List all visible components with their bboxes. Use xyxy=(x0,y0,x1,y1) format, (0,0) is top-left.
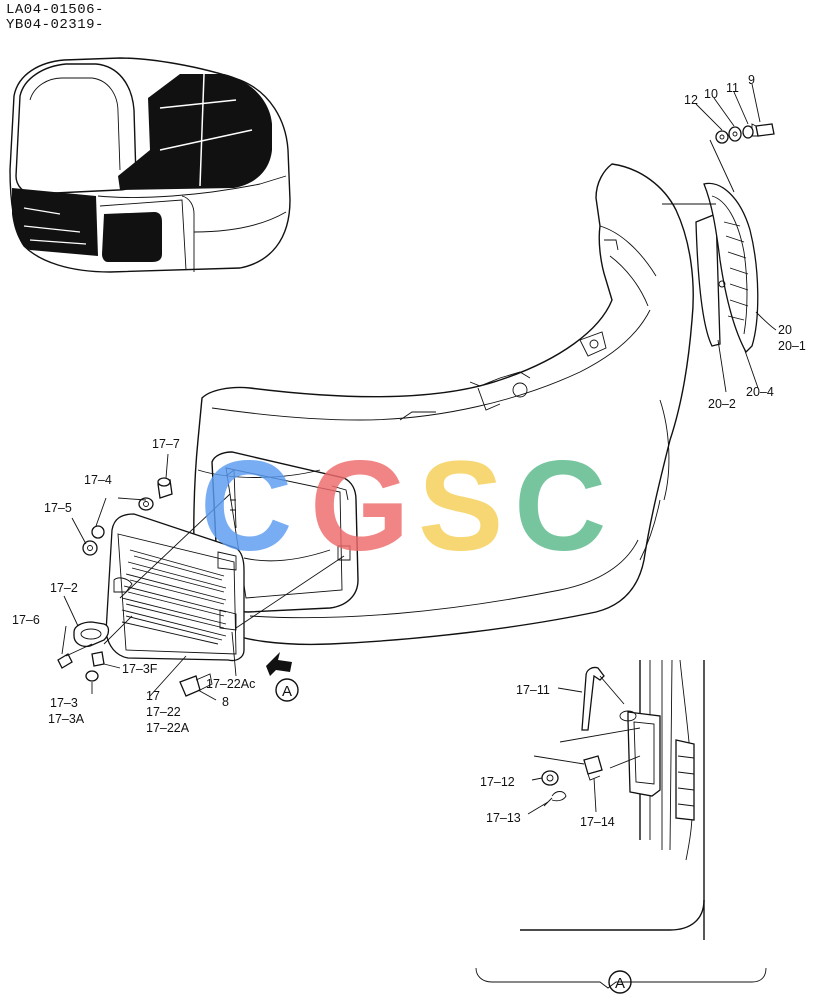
watermark-letter-c1: C xyxy=(200,435,292,578)
label-17: 17 xyxy=(146,689,160,703)
label-20-4: 20–4 xyxy=(746,385,774,399)
watermark: C G S C xyxy=(200,435,606,578)
label-8: 8 xyxy=(222,695,229,709)
model-code-line-2: YB04-02319- xyxy=(6,17,104,33)
label-17-3: 17–3 xyxy=(50,696,78,710)
label-20: 20 xyxy=(778,323,792,337)
label-17-5: 17–5 xyxy=(44,501,72,515)
detail-marker-a: A xyxy=(615,975,625,992)
view-marker-a: A xyxy=(282,683,292,700)
watermark-letter-s: S xyxy=(418,435,503,578)
machine-overview-illustration xyxy=(9,57,291,273)
label-17-7: 17–7 xyxy=(152,437,180,451)
label-17-2: 17–2 xyxy=(50,581,78,595)
label-17-6: 17–6 xyxy=(12,613,40,627)
rear-cover-assembly xyxy=(193,163,694,646)
label-9: 9 xyxy=(748,73,755,87)
part-labels: 9 11 10 12 20 20–1 20–4 20–2 17–7 17–4 1… xyxy=(12,73,806,992)
label-17-3F: 17–3F xyxy=(122,662,158,676)
label-17-22: 17–22 xyxy=(146,705,181,719)
label-17-3A: 17–3A xyxy=(48,712,85,726)
label-17-11: 17–11 xyxy=(516,683,550,697)
watermark-letter-c2: C xyxy=(514,435,606,578)
label-17-22A: 17–22A xyxy=(146,721,190,735)
label-12: 12 xyxy=(684,93,698,107)
model-code-line-1: LA04-01506- xyxy=(6,2,104,18)
label-17-4: 17–4 xyxy=(84,473,112,487)
label-17-14: 17–14 xyxy=(580,815,615,829)
label-20-2: 20–2 xyxy=(708,397,736,411)
right-grille-assembly xyxy=(662,83,777,393)
detail-view-a xyxy=(475,659,767,994)
label-17-12: 17–12 xyxy=(480,775,515,789)
watermark-letter-g: G xyxy=(310,435,410,578)
label-10: 10 xyxy=(704,87,718,101)
label-11: 11 xyxy=(726,81,739,95)
label-17-13: 17–13 xyxy=(486,811,521,825)
label-17-22Ac: 17–22Ac xyxy=(206,677,255,691)
front-grille-assembly xyxy=(57,453,345,702)
label-20-1: 20–1 xyxy=(778,339,806,353)
